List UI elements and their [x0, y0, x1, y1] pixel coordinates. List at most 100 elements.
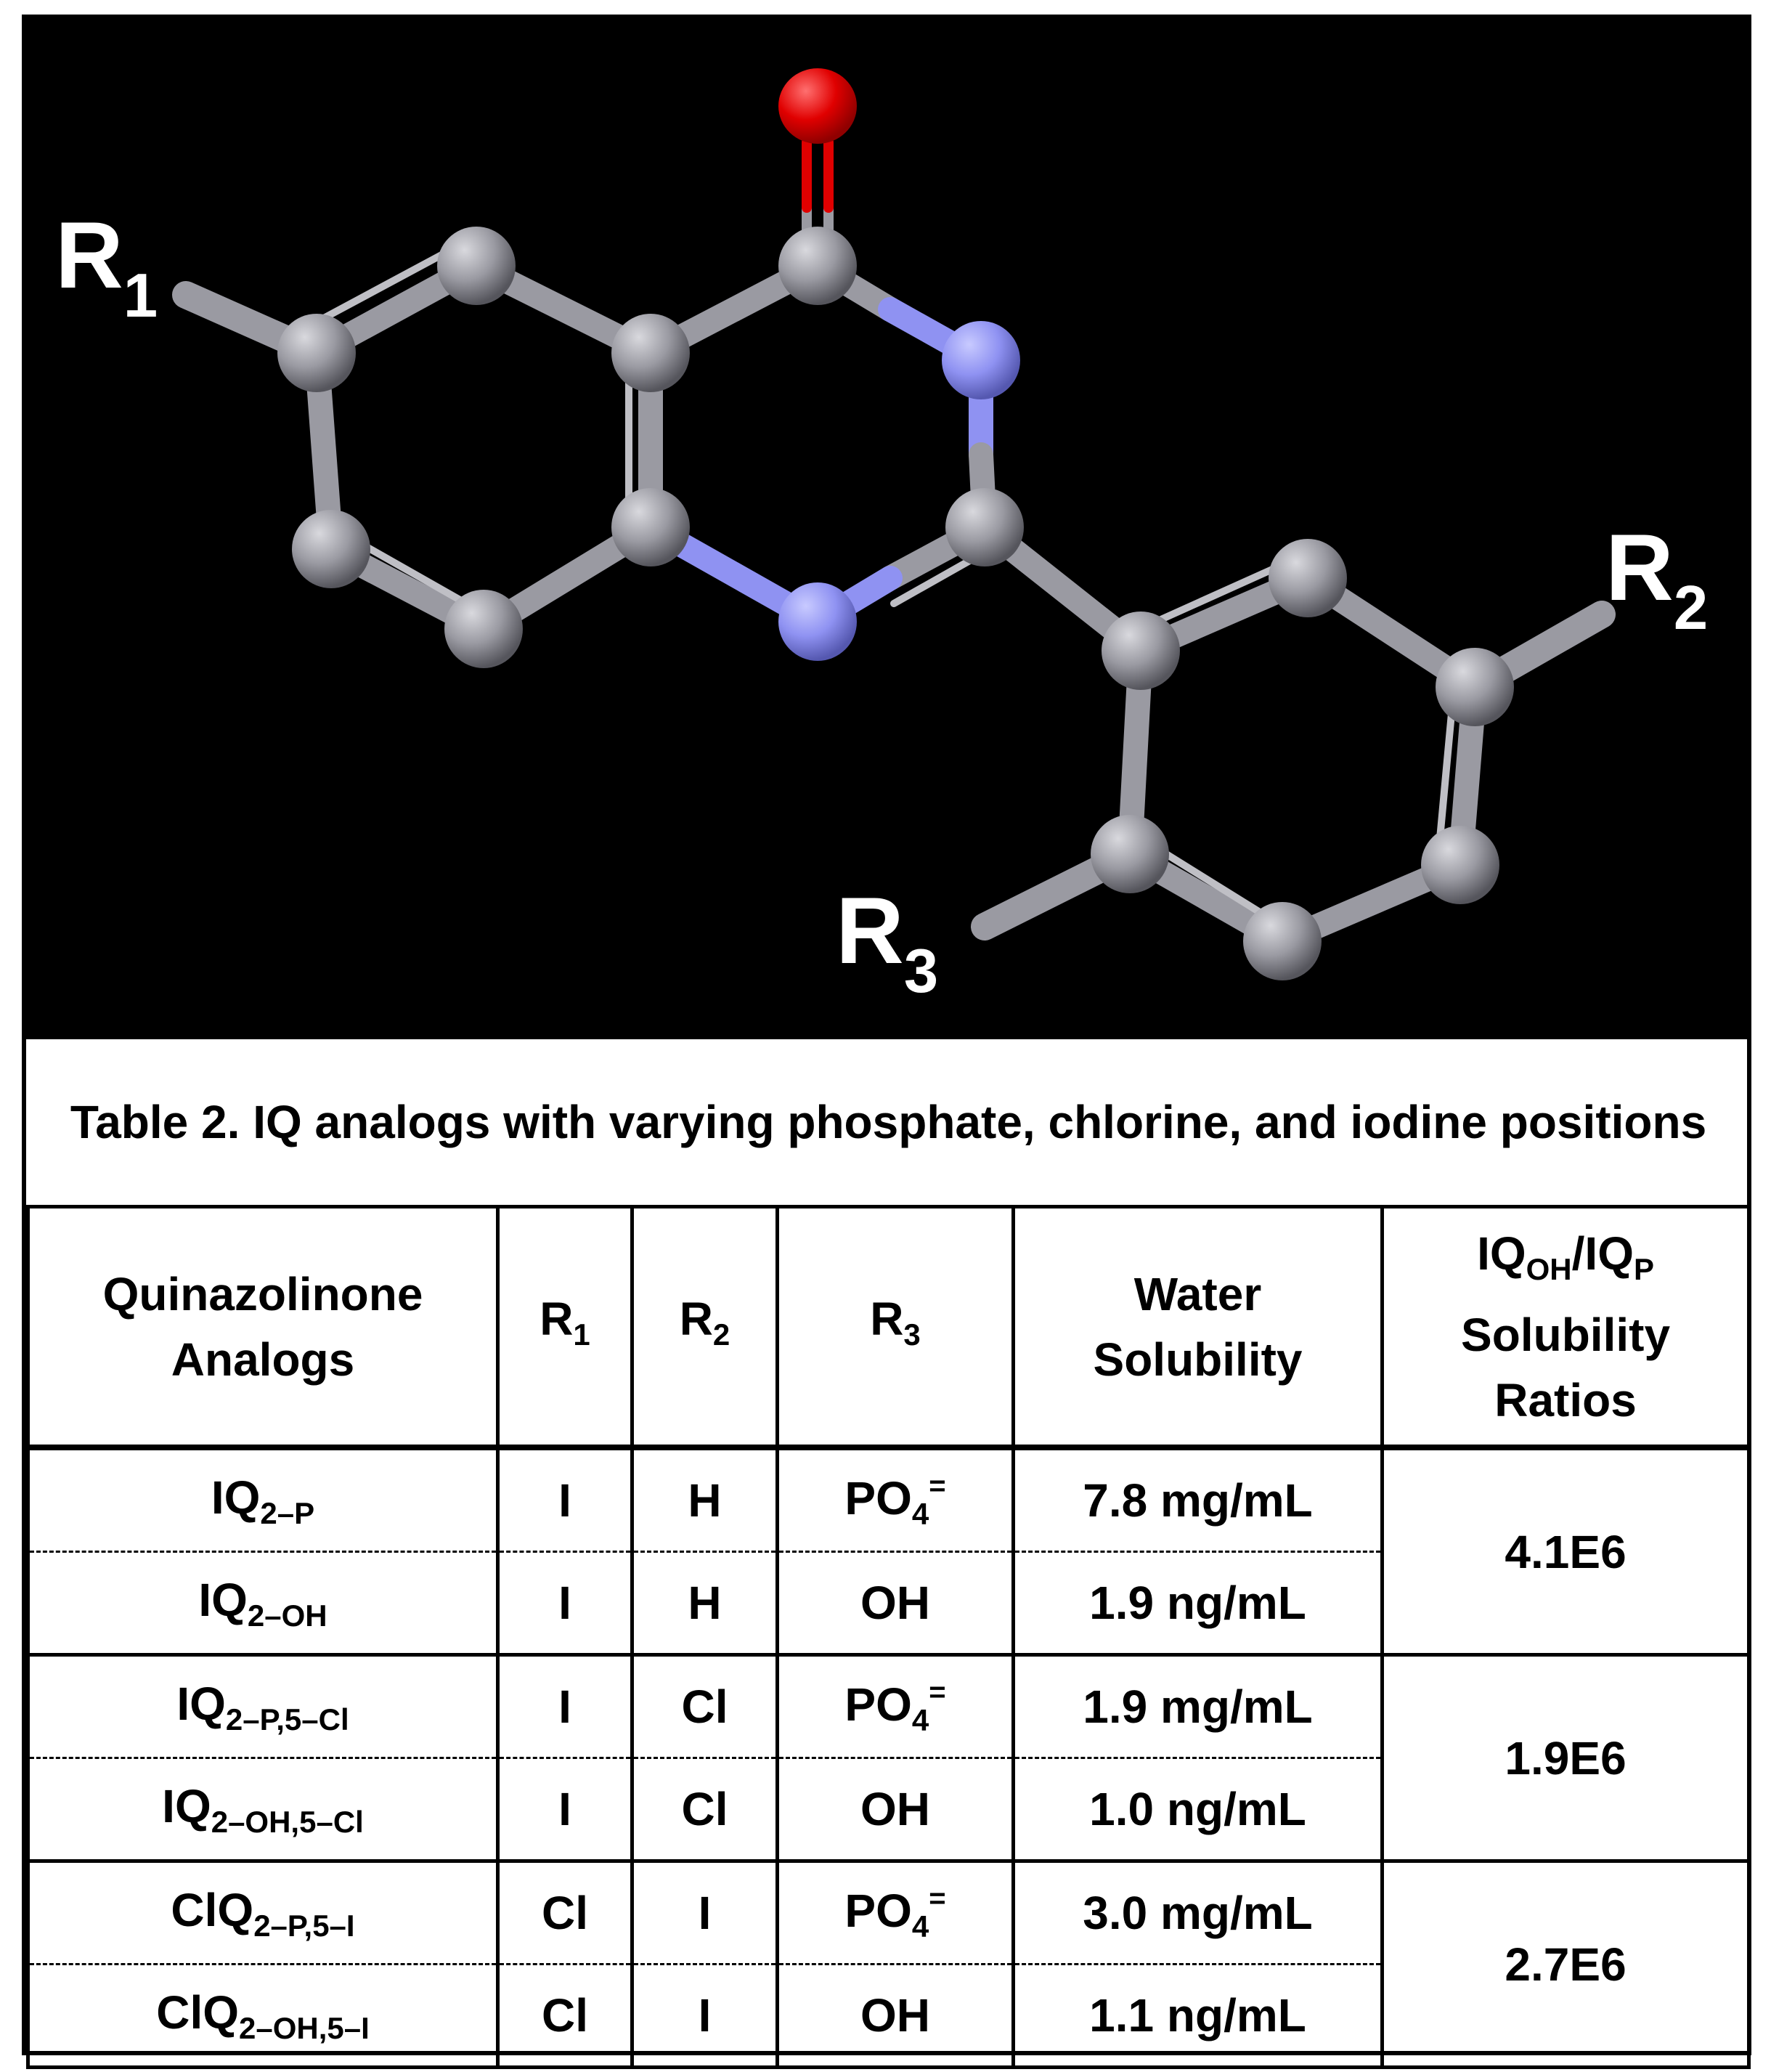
table-caption-text: Table 2. IQ analogs with varying phospha… — [70, 1096, 1707, 1148]
solubility-cell: 1.9 ng/mL — [1011, 1551, 1384, 1657]
solubility-cell: 1.0 ng/mL — [1011, 1757, 1384, 1863]
solubility-cell: 1.1 ng/mL — [1011, 1963, 1384, 2069]
ratio-cell: 4.1E6 — [1380, 1445, 1751, 1657]
r1-label: R1 — [55, 202, 158, 330]
header-r1: R1 — [496, 1205, 634, 1450]
analog-cell: IQ2–OH — [26, 1551, 500, 1657]
table-row: IQ2–OH,5–Cl I Cl OH 1.0 ng/mL — [26, 1757, 1749, 1863]
r3-label: R3 — [836, 877, 938, 1006]
r3-sub: 4 — [911, 1702, 929, 1737]
r3-cell: PO4= — [775, 1445, 1015, 1553]
molecule-atoms — [277, 68, 1514, 980]
r3-cell: OH — [775, 1963, 1015, 2069]
r2-cell: H — [630, 1551, 779, 1657]
table-caption: Table 2. IQ analogs with varying phospha… — [28, 1039, 1749, 1208]
table-row: ClQ2–OH,5–I Cl I OH 1.1 ng/mL — [26, 1963, 1749, 2069]
analogs-table-wrap: Table 2. IQ analogs with varying phospha… — [26, 1039, 1751, 2069]
r3-sup: = — [929, 1882, 946, 1914]
header-ratio-line3: Ratios — [1494, 1373, 1637, 1426]
r2-label: R2 — [1605, 514, 1708, 643]
header-analogs-line2: Analogs — [171, 1333, 355, 1386]
header-water-line1: Water — [1133, 1267, 1262, 1320]
table-header-row: Quinazolinone Analogs R1 R2 R3 Water Sol… — [26, 1205, 1751, 1450]
r3-sup: = — [929, 1675, 946, 1708]
analog-name: ClQ — [156, 1986, 239, 2039]
header-analogs-line1: Quinazolinone — [102, 1267, 423, 1320]
analog-cell: IQ2–OH,5–Cl — [26, 1757, 500, 1863]
molecule-image: R1 R2 R3 — [26, 19, 1747, 1039]
r3-cell: PO4= — [775, 1653, 1015, 1759]
carbon-atom — [611, 314, 690, 392]
carbon-atom — [1102, 612, 1180, 690]
header-ratio-line1: IQOH/IQP — [1384, 1221, 1747, 1302]
r1-cell: Cl — [496, 1859, 634, 1965]
r3-sup: = — [929, 1469, 946, 1502]
analog-cell: IQ2–P,5–Cl — [26, 1653, 500, 1759]
r3-cell: OH — [775, 1551, 1015, 1657]
analog-cell: ClQ2–P,5–I — [26, 1859, 500, 1965]
ratio-cell: 1.9E6 — [1380, 1653, 1751, 1863]
analog-name: IQ — [162, 1779, 211, 1832]
ratio-b-sub: P — [1633, 1251, 1654, 1286]
header-r3: R3 — [775, 1205, 1015, 1450]
header-water-line2: Solubility — [1093, 1333, 1303, 1386]
carbon-atom — [1436, 648, 1514, 726]
header-r2-base: R — [679, 1292, 713, 1345]
solubility-cell: 7.8 mg/mL — [1011, 1445, 1384, 1553]
analog-name: IQ — [176, 1677, 226, 1730]
ratio-a: IQ — [1477, 1227, 1526, 1280]
table-row: IQ2–OH I H OH 1.9 ng/mL — [26, 1551, 1749, 1657]
carbon-atom — [1421, 826, 1499, 904]
analog-sub: 2–OH — [247, 1598, 327, 1633]
molecule-bonds — [172, 137, 1616, 954]
analogs-table: Table 2. IQ analogs with varying phospha… — [26, 1039, 1751, 2069]
carbon-atom — [1269, 539, 1347, 617]
carbon-atom — [437, 227, 516, 305]
table-row: IQ2–P,5–Cl I Cl PO4= 1.9 mg/mL 1.9E6 — [26, 1653, 1751, 1863]
header-analogs: Quinazolinone Analogs — [26, 1205, 500, 1450]
carbon-atom — [292, 510, 370, 588]
nitrogen-atom — [942, 321, 1020, 399]
analog-sub: 2–OH,5–Cl — [211, 1804, 364, 1839]
r3-sub: 4 — [911, 1909, 929, 1943]
r3-cell: PO4= — [775, 1859, 1015, 1965]
r2-cell: H — [630, 1445, 779, 1553]
analog-sub: 2–P,5–I — [253, 1908, 355, 1943]
analog-sub: 2–P,5–Cl — [225, 1702, 349, 1736]
header-r3-base: R — [870, 1292, 904, 1345]
carbon-atom — [444, 590, 523, 668]
analog-sub: 2–P — [260, 1495, 315, 1530]
header-ratio-line2: Solubility — [1461, 1308, 1671, 1361]
carbon-atom — [945, 488, 1024, 566]
r3-cell: OH — [775, 1757, 1015, 1863]
carbon-atom — [1243, 902, 1322, 980]
ratio-a-sub: OH — [1526, 1251, 1572, 1286]
r1-cell: Cl — [496, 1963, 634, 2069]
carbon-atom — [277, 314, 356, 392]
header-ratio: IQOH/IQP Solubility Ratios — [1380, 1205, 1751, 1450]
nitrogen-atom — [778, 582, 857, 661]
r3-base: OH — [860, 1577, 930, 1629]
carbon-atom — [778, 227, 857, 305]
r1-cell: I — [496, 1653, 634, 1759]
header-water-solubility: Water Solubility — [1011, 1205, 1384, 1450]
r3-base: PO — [844, 1471, 912, 1524]
analog-cell: IQ2–P — [26, 1445, 500, 1553]
r3-base: OH — [860, 1989, 930, 2041]
carbon-atom — [1091, 815, 1169, 893]
r2-cell: I — [630, 1963, 779, 2069]
r3-base: PO — [844, 1884, 912, 1937]
oxygen-atom — [778, 68, 857, 144]
carbon-atom — [611, 488, 690, 566]
r1-cell: I — [496, 1445, 634, 1553]
r2-cell: Cl — [630, 1653, 779, 1759]
analog-name: IQ — [211, 1471, 261, 1524]
solubility-cell: 1.9 mg/mL — [1011, 1653, 1384, 1759]
table-row: IQ2–P I H PO4= 7.8 mg/mL 4.1E6 — [26, 1445, 1751, 1657]
ratio-sep: / — [1571, 1227, 1585, 1280]
analog-name: IQ — [198, 1573, 248, 1626]
r3-base: PO — [844, 1678, 912, 1731]
r2-cell: I — [630, 1859, 779, 1965]
header-r2: R2 — [630, 1205, 779, 1450]
r1-cell: I — [496, 1551, 634, 1657]
